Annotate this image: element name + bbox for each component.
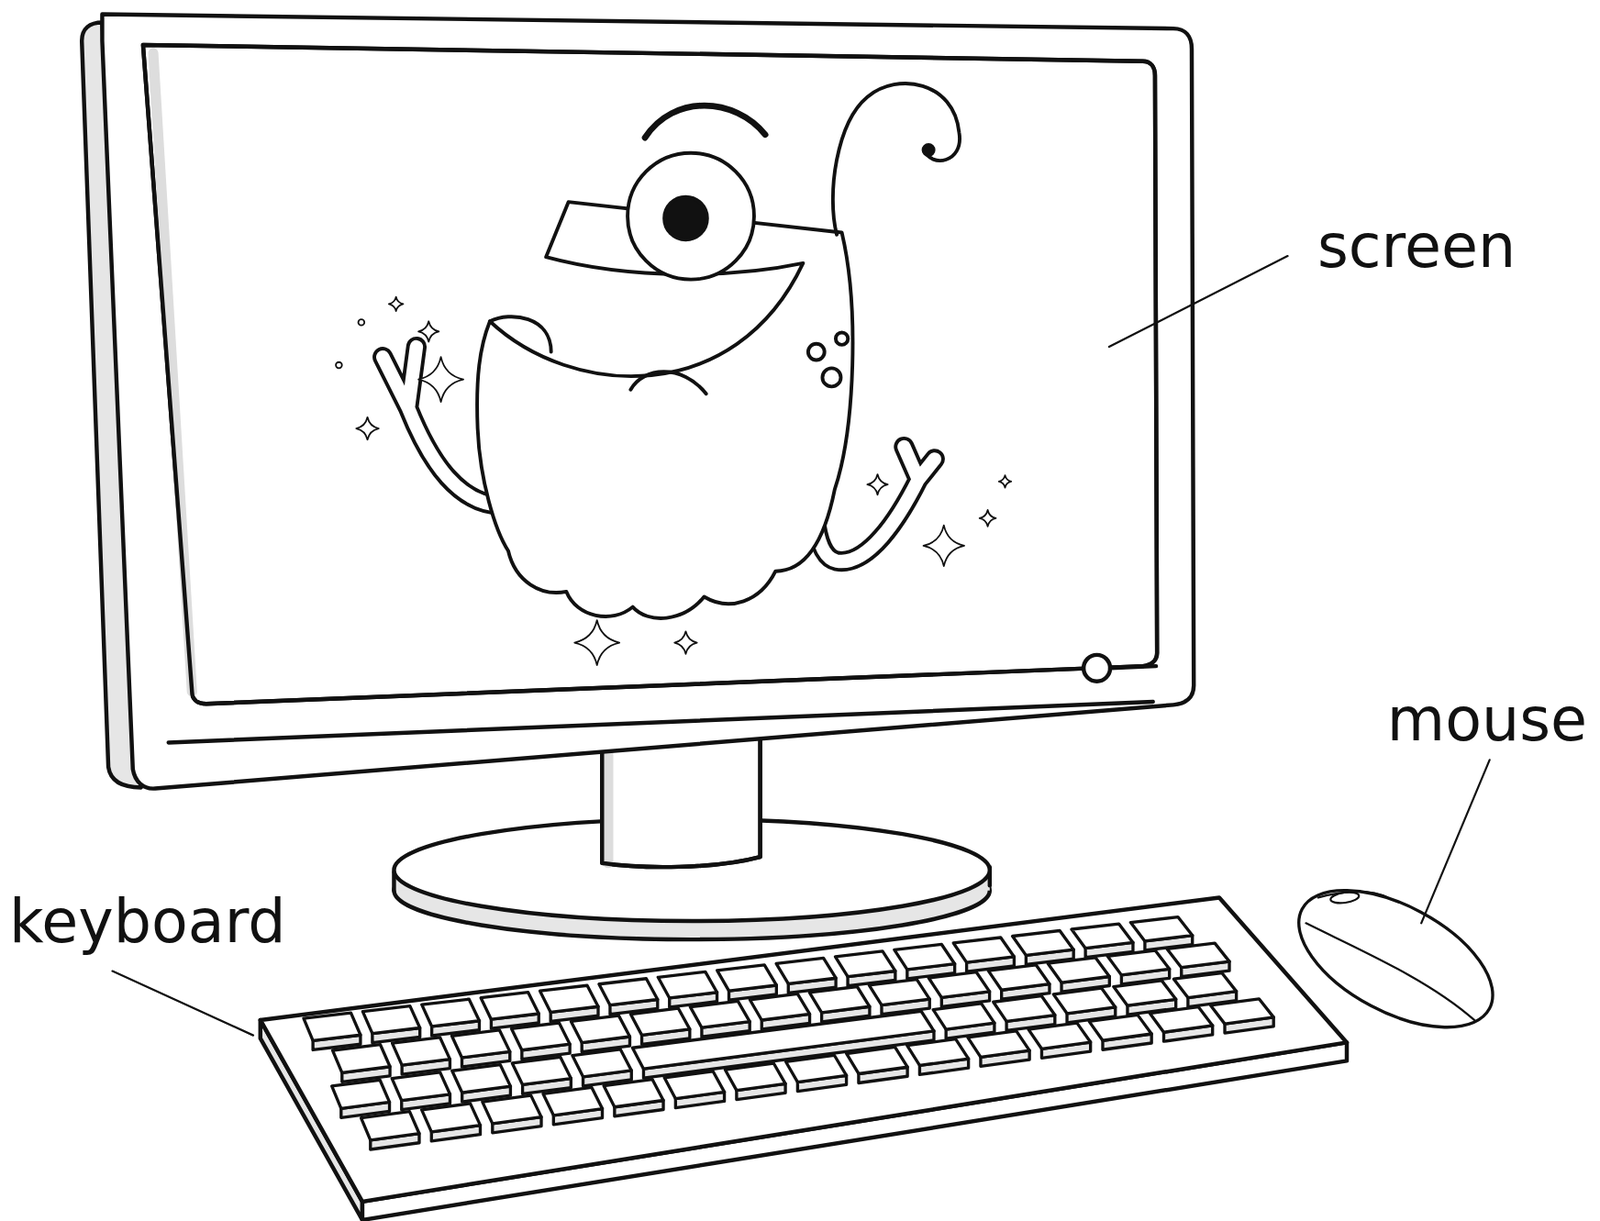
key xyxy=(809,986,870,1012)
sparkle xyxy=(355,417,378,440)
key xyxy=(1012,931,1075,956)
key xyxy=(657,971,717,999)
sparkle-dot xyxy=(358,319,366,326)
monitor-neck xyxy=(601,736,760,867)
keyboard xyxy=(260,898,1347,1221)
part-label: screen xyxy=(1317,216,1516,277)
monster-figure xyxy=(382,83,960,619)
key xyxy=(422,999,480,1027)
key xyxy=(993,996,1056,1023)
key xyxy=(1053,988,1115,1014)
key xyxy=(480,992,539,1020)
key xyxy=(511,1056,571,1085)
key xyxy=(391,1072,450,1101)
key xyxy=(894,944,956,969)
key xyxy=(603,1079,664,1108)
key xyxy=(928,972,989,999)
key xyxy=(543,1087,603,1115)
key xyxy=(599,978,658,1006)
key xyxy=(570,1015,630,1043)
part-label: mouse xyxy=(1387,689,1588,750)
key xyxy=(630,1008,689,1035)
sparkle xyxy=(866,474,888,495)
key xyxy=(392,1037,451,1066)
key xyxy=(303,1012,361,1041)
key xyxy=(1210,999,1274,1024)
key xyxy=(540,985,599,1012)
sparkle xyxy=(418,321,439,342)
key xyxy=(422,1103,481,1133)
key xyxy=(1088,1014,1152,1041)
sparkle xyxy=(388,297,404,312)
key xyxy=(452,1030,511,1058)
key xyxy=(834,951,895,978)
sparkle xyxy=(999,475,1012,488)
key xyxy=(362,1006,420,1034)
sparkle xyxy=(979,510,997,527)
key xyxy=(1130,917,1192,942)
leader-lines xyxy=(112,255,1490,1036)
sparkle xyxy=(418,356,464,402)
key xyxy=(953,937,1014,963)
sparkle xyxy=(674,631,697,654)
key xyxy=(1107,950,1169,976)
key xyxy=(776,957,836,984)
key xyxy=(482,1095,542,1124)
key xyxy=(988,965,1050,990)
key xyxy=(332,1079,390,1109)
key xyxy=(1149,1007,1212,1034)
key xyxy=(452,1065,512,1093)
part-label: keyboard xyxy=(9,891,286,952)
key xyxy=(933,1003,995,1030)
key xyxy=(1113,980,1177,1006)
key xyxy=(1071,923,1134,949)
key xyxy=(689,1000,750,1028)
key xyxy=(1173,973,1236,999)
monitor xyxy=(81,14,1194,789)
mouse xyxy=(1277,862,1515,1056)
key xyxy=(361,1111,420,1141)
key xyxy=(572,1049,632,1078)
key xyxy=(632,1011,934,1069)
sparkle xyxy=(574,620,620,666)
sparkle xyxy=(923,525,965,567)
key xyxy=(967,1031,1030,1057)
key xyxy=(1047,957,1110,983)
key xyxy=(749,993,810,1021)
key xyxy=(333,1044,391,1074)
sparkles xyxy=(335,297,1012,666)
key xyxy=(868,979,930,1006)
key xyxy=(1028,1022,1091,1049)
sparkle-dot xyxy=(335,362,343,369)
key xyxy=(511,1022,570,1051)
key xyxy=(1166,943,1230,968)
key xyxy=(717,965,778,991)
